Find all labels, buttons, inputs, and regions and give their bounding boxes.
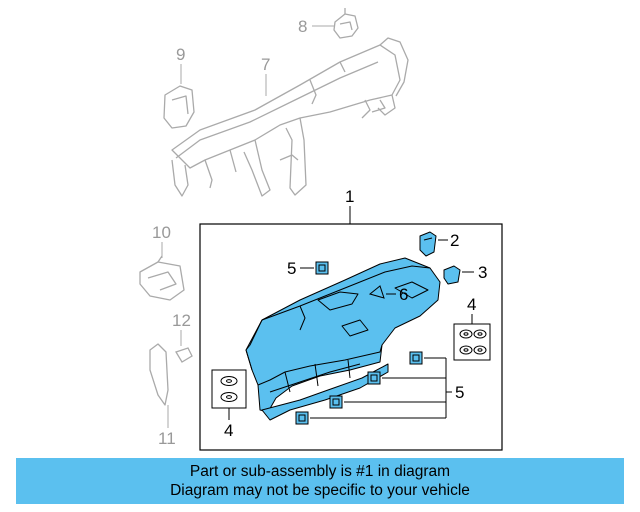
clip-5-c: [329, 395, 343, 409]
callout-2: 2: [450, 231, 459, 250]
part-9-bracket: [163, 85, 195, 129]
callout-1: 1: [345, 187, 354, 206]
part-3-bracket: [443, 265, 461, 285]
part-11-side-cover: [149, 343, 169, 406]
callout-5-top: 5: [287, 259, 296, 278]
callout-5-bottom: 5: [455, 383, 464, 402]
part-12-clip: [175, 347, 193, 363]
callout-4-right: 4: [467, 295, 476, 314]
callout-8: 8: [298, 17, 307, 36]
clip-5-d: [295, 411, 309, 425]
part-10-bracket: [139, 255, 185, 301]
assembly-box: [199, 223, 503, 451]
info-banner: Part or sub-assembly is #1 in diagram Di…: [16, 458, 624, 504]
callout-10: 10: [152, 223, 171, 242]
part-4-right-box: [453, 323, 491, 361]
part-4-left-box: [211, 369, 247, 409]
callout-11: 11: [158, 429, 176, 448]
clip-5-top: [315, 261, 329, 275]
instrument-panel: [245, 257, 441, 421]
banner-line-2: Diagram may not be specific to your vehi…: [170, 482, 470, 499]
part-2-duct: [419, 231, 437, 257]
callout-3: 3: [478, 263, 487, 282]
part-8-bracket: [333, 8, 359, 39]
callout-12: 12: [172, 311, 191, 330]
clip-5-a: [409, 351, 423, 365]
callout-4-left: 4: [224, 421, 233, 440]
banner-line-1: Part or sub-assembly is #1 in diagram: [189, 463, 451, 480]
part-6-marker: [368, 285, 385, 299]
leaders-main: [228, 239, 474, 420]
leader-11-12: [167, 330, 182, 428]
clip-5-b: [367, 371, 381, 385]
callout-6: 6: [399, 285, 408, 304]
cross-car-beam: [171, 37, 409, 197]
callout-7: 7: [261, 55, 270, 74]
callout-9: 9: [176, 45, 185, 64]
